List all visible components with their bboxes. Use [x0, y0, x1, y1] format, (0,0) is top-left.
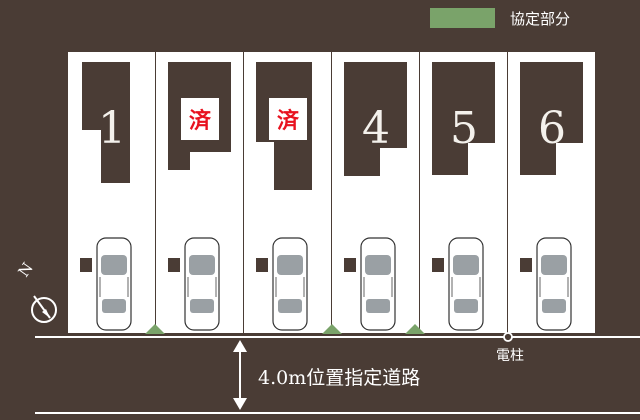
- meter-box: [432, 258, 444, 272]
- sold-mark: 済: [189, 108, 212, 134]
- building-footprint: [344, 62, 407, 176]
- lot-number: 1: [98, 103, 126, 154]
- car-icon: [360, 237, 396, 331]
- meter-box: [520, 258, 532, 272]
- lot-6: 6: [508, 52, 595, 333]
- sold-badge: [181, 98, 219, 140]
- utility-pole-icon: [503, 332, 513, 342]
- building-footprint: [82, 62, 130, 183]
- road-width-arrow: [233, 340, 247, 410]
- sold-mark: 済: [277, 108, 300, 134]
- meter-box: [80, 258, 92, 272]
- utility-pole-label: 電柱: [496, 348, 524, 364]
- lot-3: 済: [244, 52, 331, 333]
- lot-5: 5: [420, 52, 507, 333]
- lot-number: 6: [538, 103, 566, 154]
- lot-2: 済: [156, 52, 243, 333]
- lot-number: 5: [450, 103, 478, 154]
- agreement-triangle: [145, 324, 165, 334]
- lots-layer: 1 済 済 4 5 6: [68, 52, 595, 333]
- building-footprint: [432, 62, 495, 175]
- car-icon: [448, 237, 484, 331]
- legend-swatch: [430, 8, 495, 28]
- legend-label: 協定部分: [510, 10, 570, 28]
- meter-box: [344, 258, 356, 272]
- car-icon: [536, 237, 572, 331]
- meter-box: [256, 258, 268, 272]
- agreement-triangle: [322, 324, 342, 334]
- car-icon: [96, 237, 132, 331]
- sold-badge: [269, 98, 307, 140]
- lot-4: 4: [332, 52, 419, 333]
- car-icon: [272, 237, 308, 331]
- car-icon: [184, 237, 220, 331]
- agreement-triangle: [405, 324, 425, 334]
- lot-1: 1: [68, 52, 155, 333]
- lot-number: 4: [362, 103, 390, 154]
- agreement-areas: [145, 324, 425, 334]
- north-compass-icon: [31, 295, 57, 323]
- meter-box: [168, 258, 180, 272]
- road-label: 4.0m位置指定道路: [258, 367, 420, 389]
- compass-north-label: N: [15, 259, 37, 280]
- building-footprint: [520, 62, 583, 175]
